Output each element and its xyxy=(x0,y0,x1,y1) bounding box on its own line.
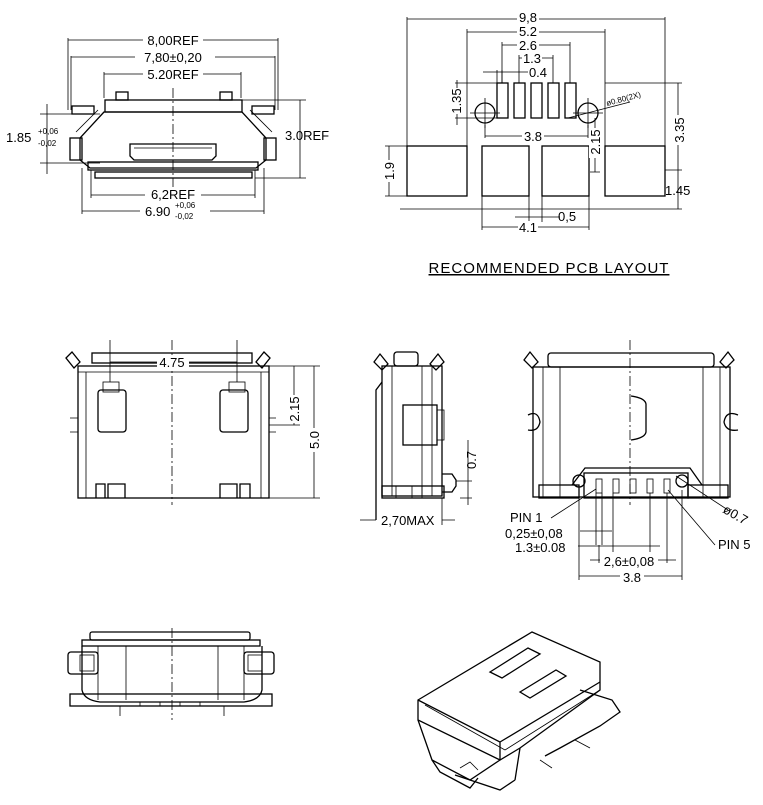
isometric-view xyxy=(417,631,621,791)
dim-pin-span: 2,6±0,08 xyxy=(604,554,655,569)
dim-base-tol-minus: -0,02 xyxy=(175,212,194,221)
dim-bottom-width: 6,2REF xyxy=(151,187,195,202)
rear-view: PIN 1 0,25±0,08 1.3±0.08 PIN 5 2,6±0,08 … xyxy=(505,340,751,585)
bottom-view: 4.75 2.15 5.0 xyxy=(65,340,322,505)
dim-base-tol-plus: +0,06 xyxy=(175,201,196,210)
dim-peg-spacing: 4.75 xyxy=(159,355,184,370)
dim-pcb-inner: 5.2 xyxy=(519,24,537,39)
dim-total-height: 3.0REF xyxy=(285,128,329,143)
dim-body-width: 7,80±0,20 xyxy=(144,50,202,65)
dim-center-pads: 4.1 xyxy=(519,220,537,235)
dim-pad-height: 1.9 xyxy=(382,162,397,180)
dim-pin-width-tolerance: 0,25±0,08 xyxy=(505,526,563,541)
dim-hole-spacing: 3.8 xyxy=(524,129,542,144)
pin-1-label: PIN 1 xyxy=(510,510,543,525)
dim-height-tol-plus: +0,06 xyxy=(38,127,59,136)
pad-center-left xyxy=(481,145,530,197)
dim-pin-pitch: 1.3±0.08 xyxy=(515,540,566,555)
pcb-layout-title: RECOMMENDED PCB LAYOUT xyxy=(429,260,670,277)
pad-large-right xyxy=(604,145,666,197)
pad-large-left xyxy=(406,145,468,197)
dim-pins-mid: 1.3 xyxy=(523,51,541,66)
dim-overall-width: 8,00REF xyxy=(147,33,198,48)
dim-pin-width: 0.4 xyxy=(529,65,547,80)
dim-pad-gap: 0,5 xyxy=(558,209,576,224)
dim-pins-outer: 2.6 xyxy=(519,38,537,53)
front-view: 8,00REF 7,80±0,20 5.20REF 1.85 +0,06 -0,… xyxy=(6,32,329,221)
dim-pcb-overall: 9,8 xyxy=(519,10,537,25)
dim-pcb-bottom: 1.45 xyxy=(665,183,690,198)
dim-body-length: 5.0 xyxy=(307,431,322,449)
top-view xyxy=(67,628,275,720)
dim-pad-offset: 2.15 xyxy=(588,129,603,154)
dim-peg-offset: 2.15 xyxy=(287,396,302,421)
dim-rear-hole: ø0.7 xyxy=(721,502,751,528)
dim-height: 1.85 xyxy=(6,130,31,145)
side-view: 0.7 2,70MAX xyxy=(360,351,479,528)
dim-top-width: 5.20REF xyxy=(147,67,198,82)
dim-max-height: 2,70MAX xyxy=(381,513,435,528)
pad-center-right xyxy=(541,145,590,197)
dim-mounting-hole: ø0.80(2X) xyxy=(605,90,642,108)
dim-base-width: 6.90 xyxy=(145,204,170,219)
dim-total-width: 3.8 xyxy=(623,570,641,585)
dim-peg-height: 0.7 xyxy=(464,451,479,469)
pcb-layout-view: 9,8 5.2 2.6 1.3 0.4 1.35 ø0.80(2X) 3.8 2… xyxy=(382,10,690,277)
dim-height-tol-minus: -0,02 xyxy=(38,139,57,148)
pin-5-label: PIN 5 xyxy=(718,537,751,552)
dim-pcb-height: 3.35 xyxy=(672,117,687,142)
dim-pin-length: 1.35 xyxy=(449,88,464,113)
